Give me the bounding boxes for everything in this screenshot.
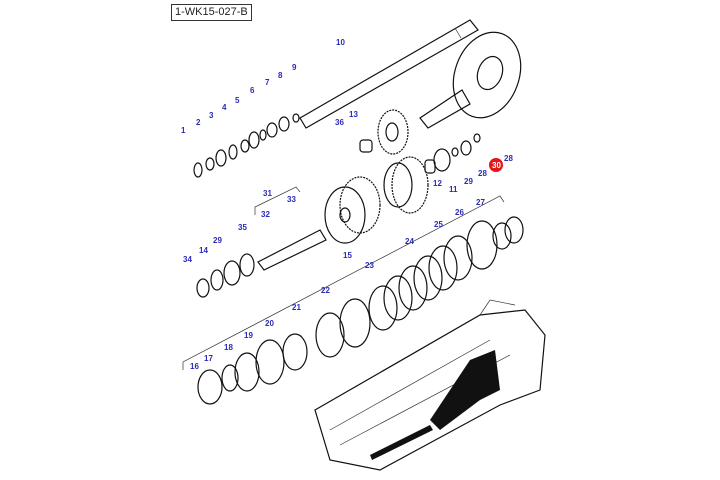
label-15[interactable]: 15 xyxy=(343,251,352,260)
label-3[interactable]: 3 xyxy=(209,111,214,120)
label-34[interactable]: 34 xyxy=(183,255,192,264)
label-32[interactable]: 32 xyxy=(261,210,270,219)
label-21[interactable]: 21 xyxy=(292,303,301,312)
label-11[interactable]: 11 xyxy=(449,185,458,194)
label-31[interactable]: 31 xyxy=(263,189,272,198)
label-2[interactable]: 2 xyxy=(196,118,201,127)
transmission-housing xyxy=(314,299,546,471)
label-23[interactable]: 23 xyxy=(365,261,374,270)
rings-parts-1-9[interactable] xyxy=(193,113,300,178)
label-29[interactable]: 29 xyxy=(464,177,473,186)
part-labels: 1 2 3 4 5 6 7 8 9 10 13 36 28 30 28 29 1… xyxy=(181,38,513,371)
label-12[interactable]: 12 xyxy=(433,179,442,188)
drum-part-15[interactable] xyxy=(324,176,381,244)
label-29b[interactable]: 29 xyxy=(213,236,222,245)
reference-code: 1-WK15-027-B xyxy=(171,4,252,21)
label-24[interactable]: 24 xyxy=(405,237,414,246)
shaft-part-32[interactable] xyxy=(196,229,327,298)
label-17[interactable]: 17 xyxy=(204,354,213,363)
label-19[interactable]: 19 xyxy=(244,331,253,340)
gear-part-11[interactable] xyxy=(383,133,481,214)
label-16[interactable]: 16 xyxy=(190,362,199,371)
label-20[interactable]: 20 xyxy=(265,319,274,328)
label-14[interactable]: 14 xyxy=(199,246,208,255)
label-13[interactable]: 13 xyxy=(349,110,358,119)
label-9[interactable]: 9 xyxy=(292,63,297,72)
label-35[interactable]: 35 xyxy=(238,223,247,232)
label-5[interactable]: 5 xyxy=(235,96,240,105)
highlight-marker xyxy=(489,158,503,172)
label-30[interactable]: 30 xyxy=(492,161,501,170)
label-22[interactable]: 22 xyxy=(321,286,330,295)
label-28b[interactable]: 28 xyxy=(478,169,487,178)
label-8[interactable]: 8 xyxy=(278,71,283,80)
label-18[interactable]: 18 xyxy=(224,343,233,352)
label-25[interactable]: 25 xyxy=(434,220,443,229)
label-36[interactable]: 36 xyxy=(335,118,344,127)
group-bracket-31 xyxy=(254,186,301,215)
label-26[interactable]: 26 xyxy=(455,208,464,217)
label-6[interactable]: 6 xyxy=(250,86,255,95)
gear-part-13[interactable] xyxy=(359,109,409,155)
label-10[interactable]: 10 xyxy=(336,38,345,47)
clutch-pack-parts-16-27[interactable] xyxy=(197,216,524,405)
label-33[interactable]: 33 xyxy=(287,195,296,204)
label-28[interactable]: 28 xyxy=(504,154,513,163)
label-27[interactable]: 27 xyxy=(476,198,485,207)
label-7[interactable]: 7 xyxy=(265,78,270,87)
shaft-part-10[interactable] xyxy=(299,19,532,129)
label-4[interactable]: 4 xyxy=(222,103,227,112)
label-1[interactable]: 1 xyxy=(181,126,186,135)
group-bracket xyxy=(182,195,505,370)
